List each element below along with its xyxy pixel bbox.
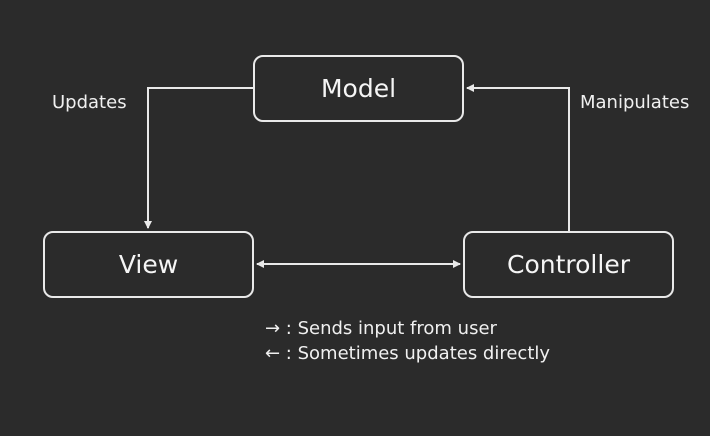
model-node: Model: [253, 55, 464, 122]
edge-label-manipulates: Manipulates: [580, 92, 690, 113]
edge-label-updates: Updates: [52, 92, 127, 113]
controller-node-label: Controller: [507, 250, 630, 279]
arrowhead-view-side: [256, 260, 264, 268]
model-node-label: Model: [320, 74, 397, 103]
edge-controller-to-model: [466, 84, 570, 231]
legend-sends-input: → : Sends input from user: [265, 318, 497, 339]
legend-updates-directly: ← : Sometimes updates directly: [265, 343, 551, 364]
controller-node: Controller: [463, 231, 674, 298]
view-node: View: [43, 231, 254, 298]
view-node-label: View: [118, 250, 179, 279]
edge-model-to-view: [144, 87, 253, 229]
